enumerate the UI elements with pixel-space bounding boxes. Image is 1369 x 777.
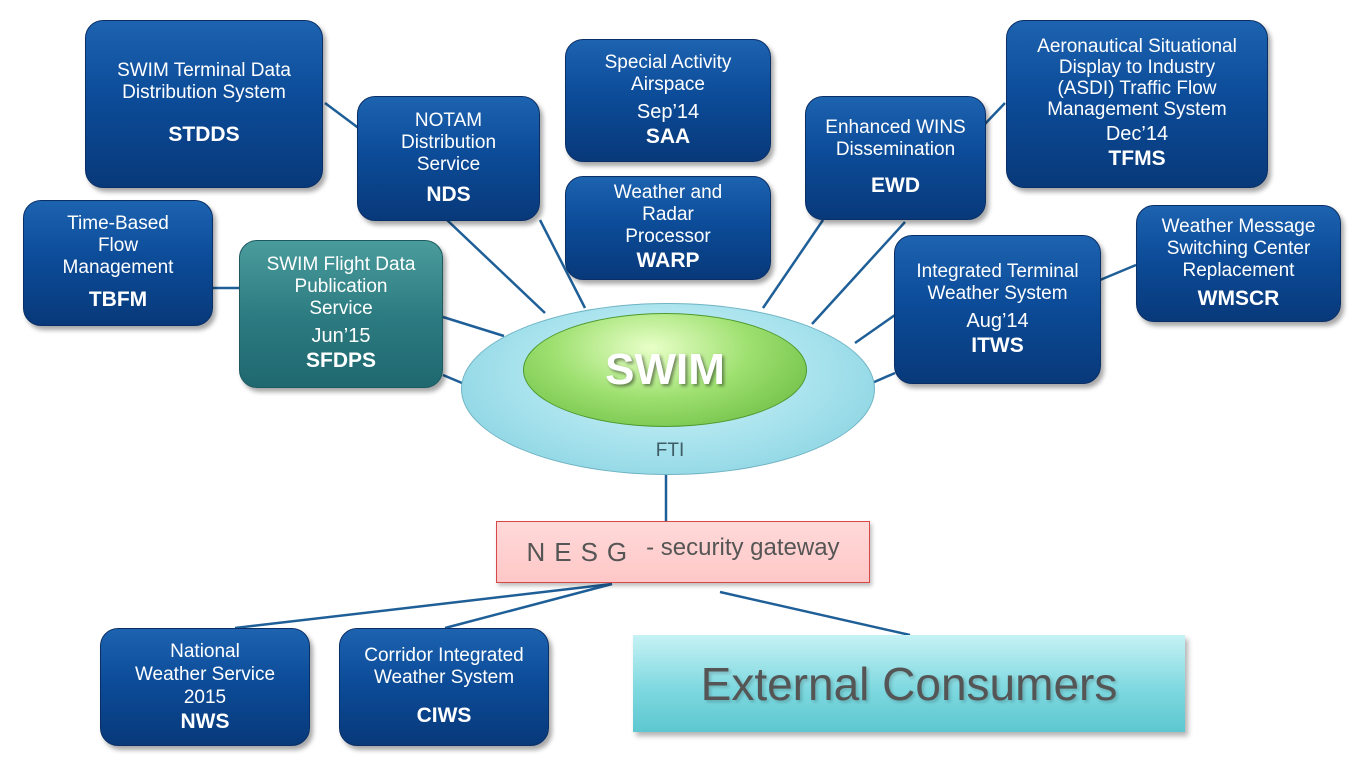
service-code: WARP (636, 249, 700, 272)
service-box-saa: Special Activity Airspace Sep’14 SAA (565, 39, 771, 162)
service-description: SWIM Terminal Data Distribution System (117, 60, 291, 103)
external-consumers-box: External Consumers (633, 635, 1185, 732)
service-box-stdds: SWIM Terminal Data Distribution System S… (85, 20, 323, 188)
connector-wmscr (1099, 263, 1137, 282)
service-code: SAA (645, 124, 691, 148)
service-description: National Weather Service 2015 (134, 640, 276, 708)
service-code: EWD (871, 174, 920, 197)
connector-nds (446, 219, 546, 314)
swim-hub: SWIM (523, 313, 807, 427)
service-date: Dec’14 (1105, 123, 1169, 145)
nesg-security-gateway: NESG - security gateway (496, 521, 870, 583)
connector-tfms (982, 102, 1006, 127)
service-box-sfdps: SWIM Flight Data Publication Service Jun… (239, 240, 443, 388)
service-date: Sep’14 (636, 100, 700, 123)
service-box-warp: Weather and Radar Processor WARP (565, 176, 771, 280)
service-code: TFMS (1108, 147, 1166, 170)
connector-itws-2 (871, 371, 896, 385)
connector-sfdps (442, 315, 505, 338)
service-code: ITWS (971, 333, 1024, 357)
service-code: SFDPS (305, 349, 376, 372)
service-box-ewd: Enhanced WINS Dissemination EWD (805, 96, 986, 220)
service-box-tbfm: Time-Based Flow Management TBFM (23, 200, 213, 326)
service-description: Weather and Radar Processor (613, 182, 723, 247)
external-consumers-label: External Consumers (700, 657, 1118, 710)
gateway-acronym: NESG (526, 536, 637, 567)
connector-ewd-2 (811, 221, 906, 325)
swim-hub-label: SWIM (605, 345, 725, 394)
service-description: NOTAM Distribution Service (400, 109, 497, 175)
service-code: STDDS (168, 123, 240, 146)
service-description: Time-Based Flow Management (62, 213, 174, 278)
service-code: NDS (426, 182, 471, 206)
connector-ciws (444, 582, 613, 630)
service-box-tfms: Aeronautical Situational Display to Indu… (1006, 20, 1268, 188)
service-code: TBFM (88, 288, 148, 311)
service-code: NWS (180, 709, 230, 733)
connector-ewd (761, 219, 825, 309)
service-description: Corridor Integrated Weather System (364, 645, 524, 688)
fti-label: FTI (655, 440, 685, 461)
connector-warp (538, 219, 587, 309)
service-description: Aeronautical Situational Display to Indu… (1037, 36, 1237, 120)
service-box-nws: National Weather Service 2015 NWS (100, 628, 310, 746)
service-code: WMSCR (1197, 286, 1280, 310)
service-box-itws: Integrated Terminal Weather System Aug’1… (894, 235, 1101, 384)
connector-itws (854, 313, 896, 345)
service-description: Integrated Terminal Weather System (916, 260, 1079, 304)
service-description: SWIM Flight Data Publication Service (266, 254, 416, 319)
service-box-nds: NOTAM Distribution Service NDS (357, 96, 540, 221)
service-date: Aug’14 (966, 309, 1029, 332)
connector-external (719, 590, 911, 637)
service-description: Special Activity Airspace (604, 51, 732, 95)
gateway-description: - security gateway (646, 534, 840, 561)
service-description: Weather Message Switching Center Replace… (1161, 215, 1316, 281)
service-box-ciws: Corridor Integrated Weather System CIWS (339, 628, 549, 746)
service-description: Enhanced WINS Dissemination (825, 117, 966, 160)
connector-sfdps-2 (442, 373, 463, 385)
service-box-wmscr: Weather Message Switching Center Replace… (1136, 205, 1341, 322)
connector-nws (234, 582, 613, 630)
service-code: CIWS (416, 704, 472, 727)
service-date: Jun’15 (311, 325, 371, 347)
